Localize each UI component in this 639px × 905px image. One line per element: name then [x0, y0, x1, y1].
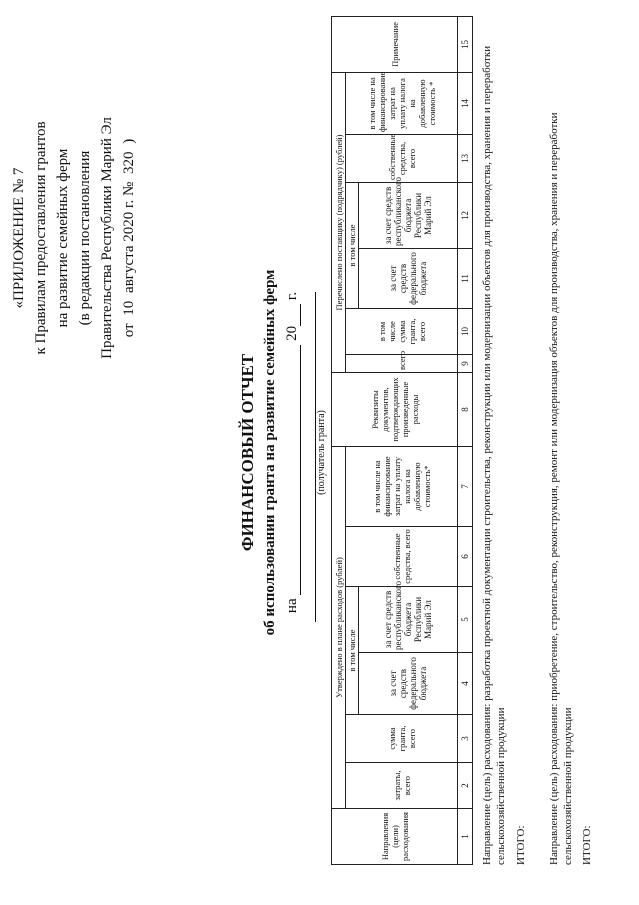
period-year: 20 [284, 325, 300, 341]
column-number: 10 [457, 308, 473, 355]
appendix-line: Правительства Республики Марий Эл [99, 117, 115, 359]
date-prefix: от [121, 323, 137, 338]
column-number: 1 [457, 808, 473, 865]
group-approved: Утверждено в плане расходов (рублей) [331, 446, 346, 809]
recipient-caption: (получатель гранта) [316, 410, 327, 495]
approved-total: затраты, всего [345, 762, 458, 809]
appendix-date: от 10 августа 2020 г. № 320 ) [118, 58, 140, 418]
column-number: 7 [457, 446, 473, 527]
resolution-number: 320 [121, 151, 137, 174]
approved-grant-sum: сумма гранта, всего [345, 714, 458, 763]
report-table: Направления (цели) расходования Утвержде… [331, 16, 473, 865]
period-year-suffix: г. [284, 291, 300, 301]
transferred-vat: в том числе на финансирование затрат на … [345, 72, 458, 135]
year-blank [284, 303, 301, 326]
col-direction: Направления (цели) расходования [331, 808, 458, 865]
column-number: 3 [457, 714, 473, 763]
transferred-grant-sum: в том числе сумма гранта, всего [345, 308, 458, 355]
col-note: Примечание [331, 16, 458, 73]
column-number: 9 [457, 354, 473, 373]
transferred-federal: за счет средств федерального бюджета [358, 248, 458, 309]
transferred-in-that: в том числе [345, 182, 359, 309]
transferred-republic: за счет средств республиканского бюджета… [358, 177, 458, 249]
group-transferred: Перечислено поставщику (подрядчику) (руб… [331, 72, 346, 373]
report-subtitle: об использовании гранта на развитие семе… [262, 269, 278, 636]
period-blank [284, 344, 301, 595]
approved-federal: за счет средств федерального бюджета [358, 652, 458, 715]
column-number: 15 [457, 16, 473, 73]
transferred-total: всего [345, 351, 458, 373]
approved-republic: за счет средств республиканского бюджета… [358, 581, 458, 653]
report-title: ФИНАНСОВЫЙ ОТЧЕТ [238, 353, 257, 552]
column-number: 11 [457, 248, 473, 309]
column-number: 5 [457, 586, 473, 653]
direction-development: Направление (цель) расходования: разрабо… [481, 45, 507, 865]
column-number: 6 [457, 526, 473, 587]
approved-own: собственные средства, всего [345, 526, 458, 587]
date-rest: августа 2020 г. № [121, 181, 137, 293]
approved-in-that: в том числе [345, 586, 359, 715]
appendix-line: к Правилам предоставления грантов [33, 121, 49, 355]
appendix-line: на развитие семейных ферм [55, 148, 71, 328]
date-day: 10 [121, 300, 137, 316]
column-number: 2 [457, 762, 473, 809]
appendix-line: (в редакции постановления [77, 150, 93, 326]
column-number: 8 [457, 372, 473, 447]
column-number: 4 [457, 652, 473, 715]
direction-acquisition: Направление (цель) расходования: приобре… [548, 112, 574, 865]
appendix-header: «ПРИЛОЖЕНИЕ № 7 к Правилам предоставлени… [8, 58, 140, 418]
approved-vat: в том числе на финансирование затрат на … [345, 446, 458, 527]
appendix-number: «ПРИЛОЖЕНИЕ № 7 [11, 167, 27, 309]
column-number: 14 [457, 72, 473, 135]
report-period: на 20 г. [284, 0, 301, 905]
col-documents: Реквизиты документов, подтверждающих про… [331, 372, 458, 447]
transferred-own: собственные средства, всего [345, 134, 458, 183]
total-acquisition: ИТОГО: [581, 825, 593, 865]
column-number: 12 [457, 182, 473, 249]
date-suffix: ) [121, 138, 137, 144]
period-on: на [284, 598, 300, 614]
column-number: 13 [457, 134, 473, 183]
total-development: ИТОГО: [515, 825, 527, 865]
